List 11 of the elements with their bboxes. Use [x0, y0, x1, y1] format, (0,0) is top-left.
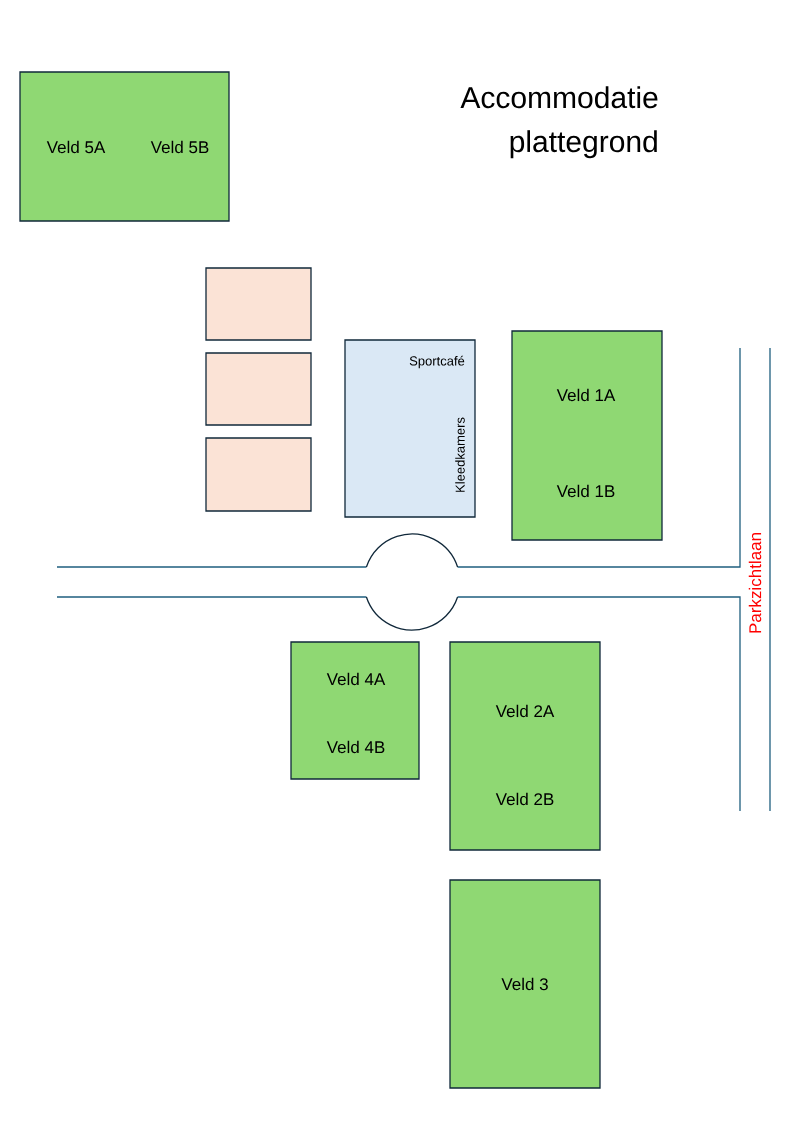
- sports-field: Veld 5A Veld 5B: [19, 71, 230, 222]
- sports-field: Veld 4A Veld 4B: [290, 641, 420, 780]
- sports-field: Veld 1A Veld 1B: [511, 330, 663, 541]
- building-box: [205, 352, 312, 426]
- street-name: Parkzichtlaan: [748, 533, 762, 633]
- building-box: [205, 267, 312, 341]
- sports-field: Veld 3: [449, 879, 601, 1089]
- sports-field: Veld 2A Veld 2B: [449, 641, 601, 851]
- building-box: [205, 437, 312, 512]
- clubhouse-box: Sportcafé Kleedkamers: [344, 339, 476, 518]
- title: Accommodatie plattegrond: [460, 86, 658, 159]
